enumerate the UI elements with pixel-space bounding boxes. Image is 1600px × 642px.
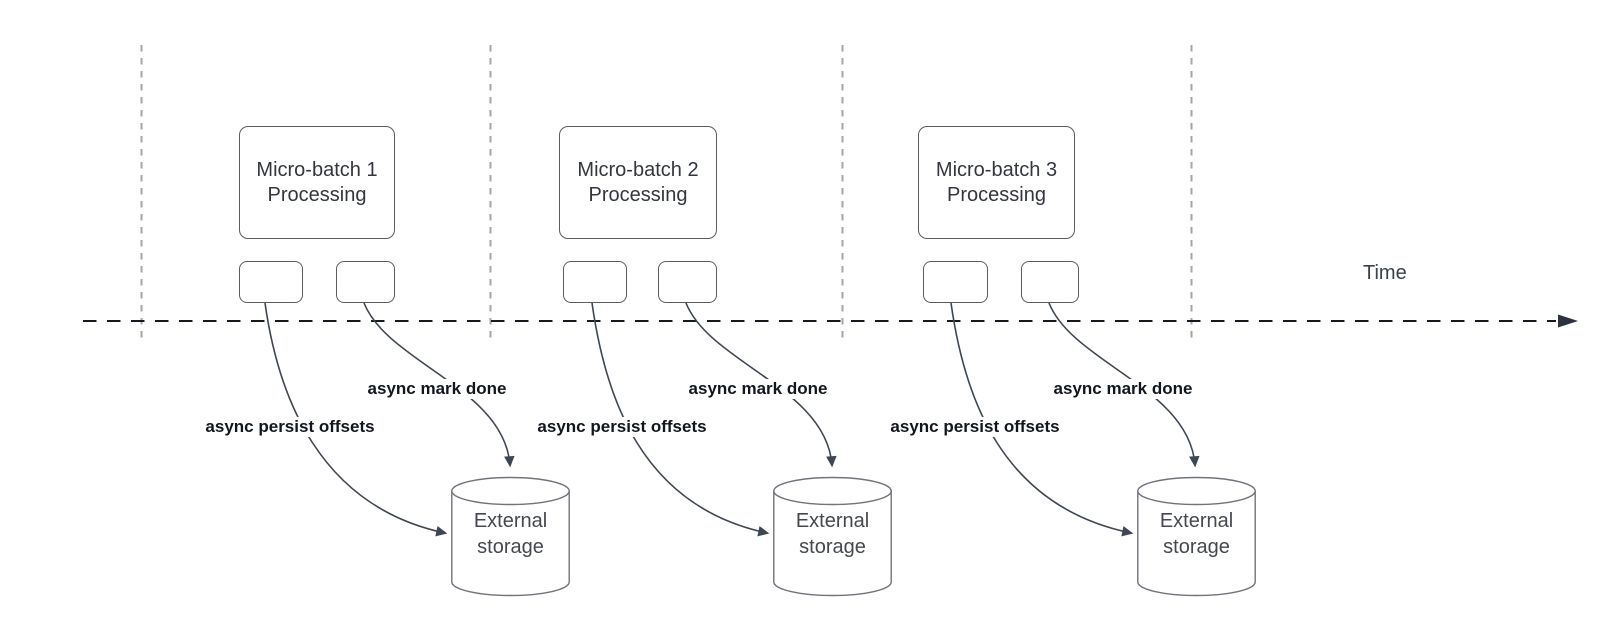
persist-offsets-curve [264,302,448,537]
external-storage-cylinder-3: External storage [1137,476,1256,598]
micro-batch-3-done-task-box [1021,261,1079,303]
micro-batch-2-done-task-box [658,261,717,303]
external-storage-label: External storage [795,510,870,558]
persist-offsets-curve [950,302,1134,537]
external-storage-label: External storage [1159,510,1234,558]
micro-batch-3-subtitle: Processing [947,183,1046,206]
cylinder-top [773,476,892,506]
async-persist-offsets-label: async persist offsets [887,417,1063,437]
cylinder-body [1137,491,1256,597]
micro-batch-1-title: Micro-batch 1 [256,158,378,181]
cylinder-body [451,491,570,597]
mark-done-curve [363,302,515,468]
external-storage-cylinder-2: External storage [773,476,892,598]
cylinder-top [1137,476,1256,506]
micro-batch-3-offset-task-box [923,261,988,303]
micro-batch-1-subtitle: Processing [267,183,367,206]
micro-batch-2-processing-box: Micro-batch 2 Processing [559,126,717,239]
micro-batch-1-offset-task-box [239,261,303,303]
micro-batch-2-subtitle: Processing [588,183,688,206]
external-storage-cylinder-1: External storage [451,476,570,598]
micro-batch-2-title: Micro-batch 2 [577,158,699,181]
cylinder-body [773,491,892,597]
async-mark-done-label: async mark done [1050,379,1196,399]
mark-done-curve [685,302,837,468]
async-persist-offsets-label: async persist offsets [202,417,378,437]
async-mark-done-label: async mark done [364,379,510,399]
external-storage-label: External storage [473,510,548,558]
async-persist-offsets-label: async persist offsets [534,417,710,437]
micro-batch-1-processing-box: Micro-batch 1 Processing [239,126,395,239]
mark-done-curve [1048,302,1200,468]
micro-batch-1-done-task-box [336,261,395,303]
time-axis-arrowhead-icon [1558,314,1578,328]
micro-batch-3-title: Micro-batch 3 [935,158,1058,181]
time-axis-label: Time [1363,262,1407,284]
micro-batch-2-offset-task-box [563,261,627,303]
cylinder-top [451,476,570,506]
micro-batch-3-processing-box: Micro-batch 3 Processing [918,126,1075,239]
persist-offsets-curve [591,302,770,537]
async-mark-done-label: async mark done [685,379,831,399]
